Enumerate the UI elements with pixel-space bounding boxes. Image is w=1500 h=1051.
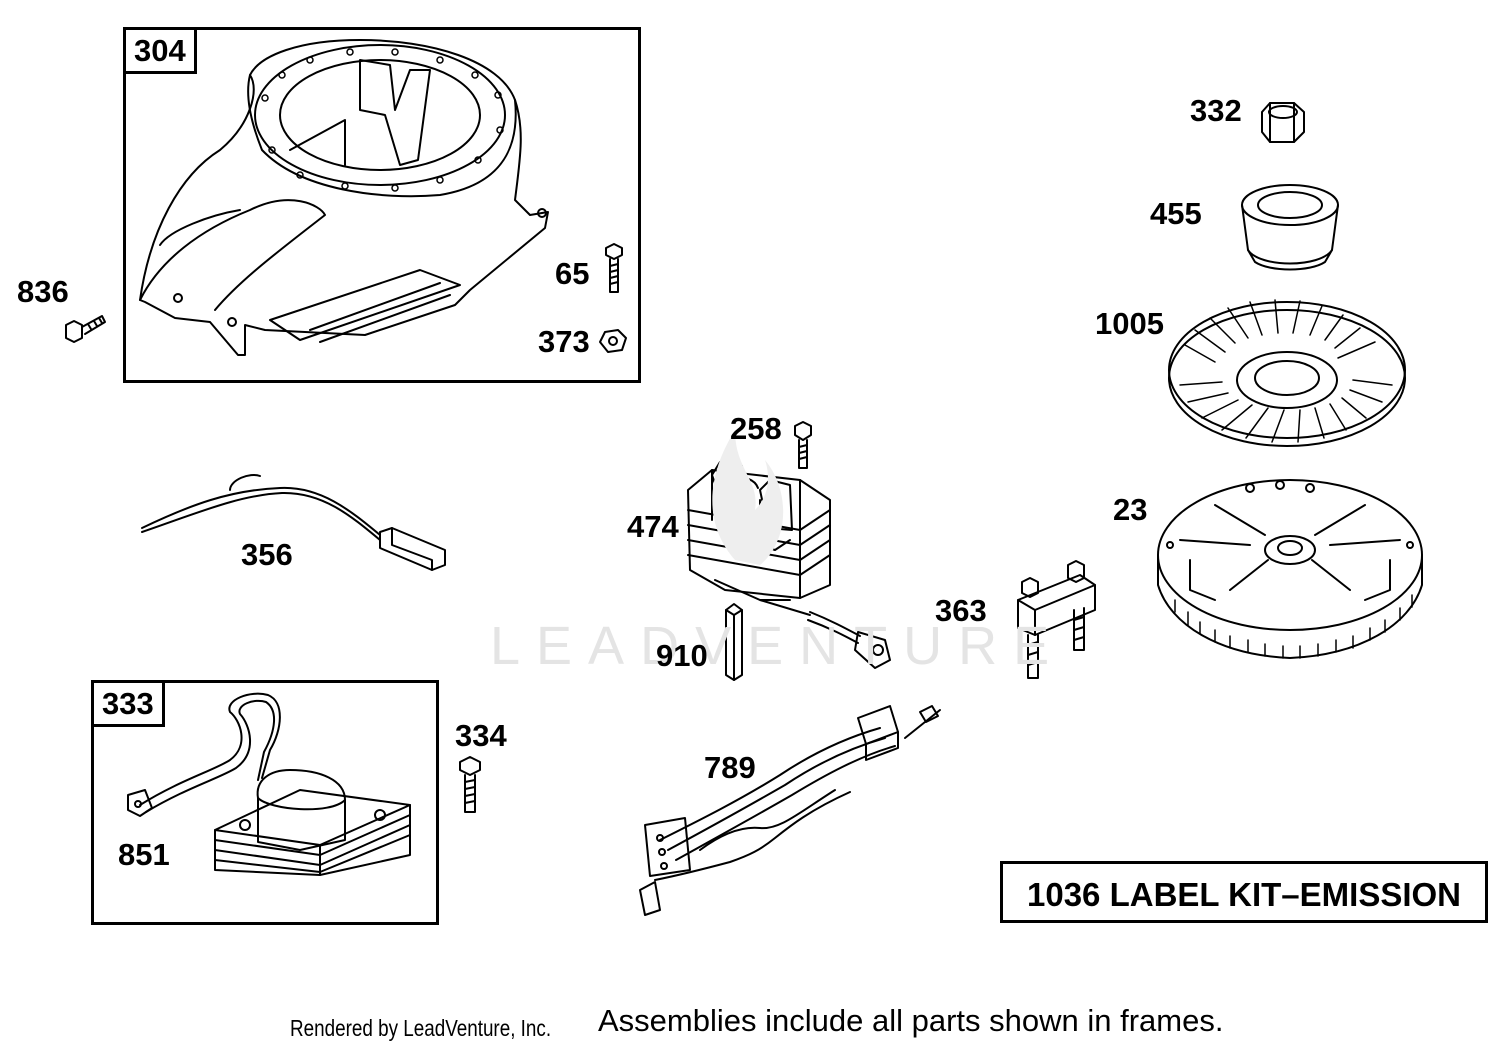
watermark-flame-icon	[712, 430, 784, 565]
watermark-text: LEADVENTURE	[490, 616, 1066, 676]
frame-tag-333[interactable]: 333	[91, 680, 165, 727]
callout-363[interactable]: 363	[935, 593, 987, 628]
assemblies-note: Assemblies include all parts shown in fr…	[598, 1003, 1224, 1038]
frame-blower-housing: 304	[123, 27, 641, 383]
ground-wire-356-drawing	[141, 474, 446, 571]
starter-cup-455-drawing	[1241, 184, 1339, 271]
blower-housing-drawing	[139, 39, 549, 356]
wiring-harness-789-drawing	[639, 705, 941, 916]
bolt-836-drawing	[65, 315, 106, 343]
callout-373[interactable]: 373	[538, 324, 590, 359]
callout-23[interactable]: 23	[1113, 492, 1148, 527]
callout-455[interactable]: 455	[1150, 196, 1202, 231]
screw-258-drawing	[794, 421, 812, 469]
callout-356[interactable]: 356	[241, 537, 293, 572]
fan-1005-drawing	[1168, 299, 1406, 447]
stator-lead-drawing	[807, 611, 891, 669]
label-kit-box[interactable]: 1036 LABEL KIT–EMISSION	[1000, 861, 1488, 923]
frame-tag-304[interactable]: 304	[123, 27, 197, 74]
spacer-910-drawing	[725, 603, 743, 681]
callout-334[interactable]: 334	[455, 718, 507, 753]
bolt-334-drawing	[459, 756, 481, 813]
callout-789[interactable]: 789	[704, 750, 756, 785]
callout-851[interactable]: 851	[118, 837, 170, 872]
nut-373-drawing	[599, 329, 627, 353]
callout-836[interactable]: 836	[17, 274, 69, 309]
callout-65[interactable]: 65	[555, 256, 590, 291]
callout-1005[interactable]: 1005	[1095, 306, 1164, 341]
rendered-by-credit: Rendered by LeadVenture, Inc.	[290, 1015, 552, 1041]
armature-333-drawing	[127, 692, 411, 876]
bracket-363-drawing	[1017, 560, 1096, 679]
callout-910[interactable]: 910	[656, 638, 708, 673]
callout-332[interactable]: 332	[1190, 93, 1242, 128]
flywheel-23-drawing	[1157, 479, 1423, 659]
callout-258[interactable]: 258	[730, 411, 782, 446]
bolt-65-drawing	[605, 243, 623, 293]
frame-armature: 333	[91, 680, 439, 925]
callout-474[interactable]: 474	[627, 509, 679, 544]
nut-332-drawing	[1261, 102, 1305, 143]
